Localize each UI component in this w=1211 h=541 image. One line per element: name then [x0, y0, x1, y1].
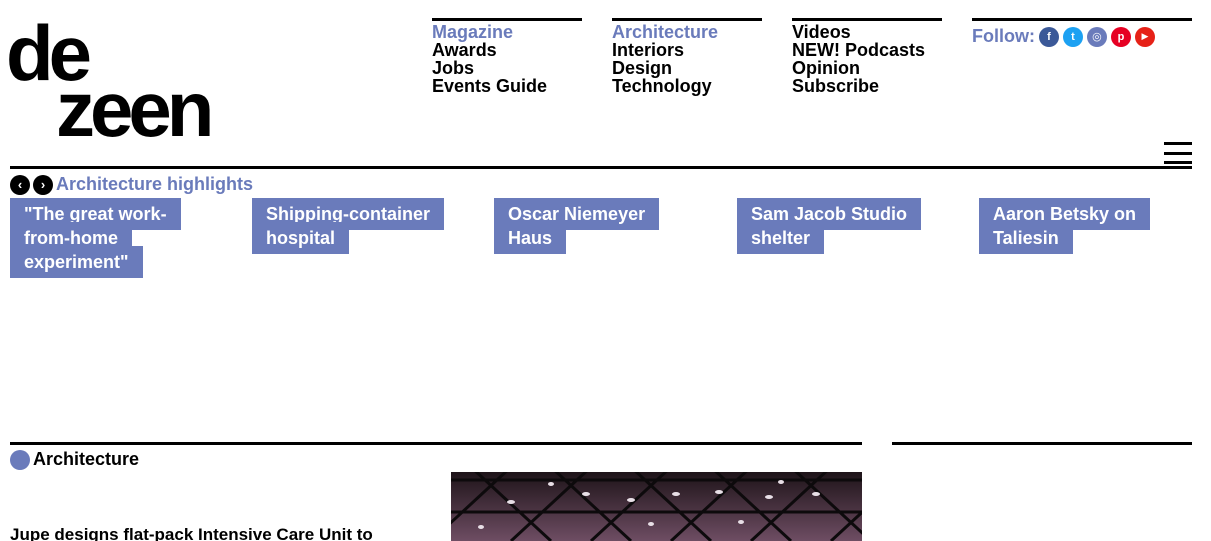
nav-opinion[interactable]: Opinion	[792, 58, 860, 78]
nav-interiors[interactable]: Interiors	[612, 40, 685, 60]
youtube-icon[interactable]: ▶	[1134, 26, 1155, 47]
chevron-right-icon[interactable]: ›	[33, 174, 53, 195]
nav-jobs[interactable]: Jobs	[432, 58, 475, 78]
nav-column-2: Architecture Interiors Design Technology	[612, 18, 762, 95]
section-divider	[10, 442, 862, 445]
twitter-icon[interactable]: t	[1062, 26, 1083, 47]
nav-magazine[interactable]: Magazine	[432, 22, 514, 42]
menu-icon[interactable]	[1164, 142, 1192, 164]
section-title[interactable]: Architecture	[33, 449, 140, 469]
article-title[interactable]: Jupe designs flat-pack Intensive Care Un…	[10, 525, 373, 541]
instagram-icon[interactable]: ◎	[1086, 26, 1107, 47]
nav-design[interactable]: Design	[612, 58, 673, 78]
highlight-label[interactable]: Oscar Niemeyer Haus	[494, 198, 660, 254]
nav-podcasts[interactable]: NEW! Podcasts	[792, 40, 926, 60]
follow-bar: Follow: f t ◎ p ▶	[972, 18, 1192, 47]
menu-bar	[1164, 151, 1192, 155]
facebook-icon[interactable]: f	[1038, 26, 1059, 47]
highlight-label[interactable]: "The great work-from-home experiment"	[10, 198, 181, 278]
nav-events-guide[interactable]: Events Guide	[432, 76, 548, 96]
highlight-label[interactable]: Aaron Betsky on Taliesin	[979, 198, 1151, 254]
follow-label: Follow:	[972, 26, 1035, 46]
nav-subscribe[interactable]: Subscribe	[792, 76, 880, 96]
logo-line-1: de	[6, 9, 92, 97]
highlights-header: ‹ › Architecture highlights	[10, 174, 253, 195]
highlight-label[interactable]: Shipping-container hospital	[252, 198, 444, 254]
nav-awards[interactable]: Awards	[432, 40, 497, 60]
highlight-label[interactable]: Sam Jacob Studio shelter	[737, 198, 922, 254]
logo-line-2: zeen	[56, 65, 214, 153]
dezeen-logo[interactable]: de zeen	[6, 14, 242, 148]
highlights-title[interactable]: Architecture highlights	[56, 174, 254, 194]
chevron-left-icon[interactable]: ‹	[10, 174, 30, 195]
nav-architecture[interactable]: Architecture	[612, 22, 719, 42]
article-image-graphic	[451, 472, 862, 541]
menu-bar	[1164, 142, 1192, 145]
nav-column-1: Magazine Awards Jobs Events Guide	[432, 18, 582, 95]
menu-bar	[1164, 161, 1192, 164]
section-header: Architecture	[10, 449, 139, 470]
highlight-card[interactable]: "The great work-from-home experiment"	[10, 197, 195, 278]
section-dot-icon	[10, 449, 30, 470]
nav-column-3: Videos NEW! Podcasts Opinion Subscribe	[792, 18, 942, 95]
highlight-card[interactable]: Oscar Niemeyer Haus	[494, 197, 674, 254]
sidebar-divider	[892, 442, 1192, 445]
nav-videos[interactable]: Videos	[792, 22, 851, 42]
highlight-card[interactable]: Sam Jacob Studio shelter	[737, 197, 927, 254]
pinterest-icon[interactable]: p	[1110, 26, 1131, 47]
nav-technology[interactable]: Technology	[612, 76, 712, 96]
article-image[interactable]	[451, 472, 862, 541]
highlight-card[interactable]: Shipping-container hospital	[252, 197, 462, 254]
header-divider	[10, 166, 1192, 169]
highlight-card[interactable]: Aaron Betsky on Taliesin	[979, 197, 1169, 254]
